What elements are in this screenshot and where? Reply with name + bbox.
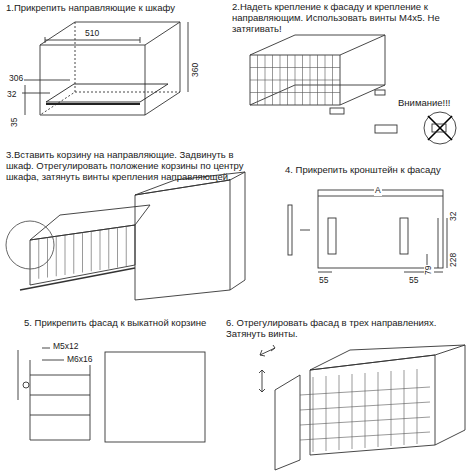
basket-wire <box>250 92 340 93</box>
front-panel-step4 <box>288 190 447 272</box>
basket-wire <box>73 234 74 274</box>
basket-wire <box>391 371 392 446</box>
basket-wire <box>117 228 118 268</box>
basket-wire <box>100 230 101 270</box>
dimension-label: 32 <box>449 211 459 222</box>
basket-wire <box>250 67 340 68</box>
basket-wire <box>378 372 379 447</box>
step-caption: 1.Прикрепить направляющие к шкафу <box>6 3 216 14</box>
step-caption: 3.Вставить корзину на направляющие. Задв… <box>6 150 256 183</box>
basket-wire <box>47 238 48 278</box>
cabinet-step1 <box>22 22 188 115</box>
cabinet-step6 <box>259 345 465 470</box>
basket-wire <box>417 369 418 444</box>
dimension-label: 55 <box>318 276 329 286</box>
basket-wire <box>38 239 39 279</box>
dimension-label: 32 <box>6 90 17 100</box>
dimension-label: 228 <box>449 252 459 268</box>
cabinet-step3 <box>6 172 245 300</box>
basket-wire <box>56 236 57 276</box>
basket-step2 <box>250 35 456 144</box>
dimension-label: 35 <box>10 117 20 128</box>
step-caption: 5. Прикрепить фасад к выкатной корзине <box>24 318 214 329</box>
dimension-label: M6x16 <box>66 355 94 365</box>
basket-wire <box>339 375 340 450</box>
front-bracket-step5 <box>18 348 205 442</box>
step-caption: 6. Отрегулировать фасад в трех направлен… <box>226 318 470 340</box>
step-caption: 4. Прикрепить кронштейн к фасаду <box>285 165 470 176</box>
basket-wire <box>352 374 353 449</box>
basket-wire <box>108 229 109 269</box>
basket-wire <box>126 226 127 266</box>
step-caption: 2.Надеть крепление к фасаду и крепление … <box>232 2 470 35</box>
basket-wire <box>313 377 314 452</box>
basket-wire <box>250 80 340 81</box>
dimension-label: 55 <box>408 276 419 286</box>
basket-wire <box>91 231 92 271</box>
dimension-label: 79 <box>424 265 434 276</box>
basket-wire <box>326 376 327 451</box>
dimension-label: 510 <box>84 29 100 39</box>
basket-wire <box>404 370 405 445</box>
step-caption: Внимание!!! <box>398 98 450 109</box>
dimension-label: 306 <box>8 74 24 84</box>
dimension-label: 360 <box>191 62 201 78</box>
basket-wire <box>82 233 83 273</box>
dimension-label: M5x12 <box>52 342 80 352</box>
basket-wire <box>365 373 366 448</box>
basket-wire <box>65 235 66 275</box>
dimension-label: A <box>374 186 382 196</box>
